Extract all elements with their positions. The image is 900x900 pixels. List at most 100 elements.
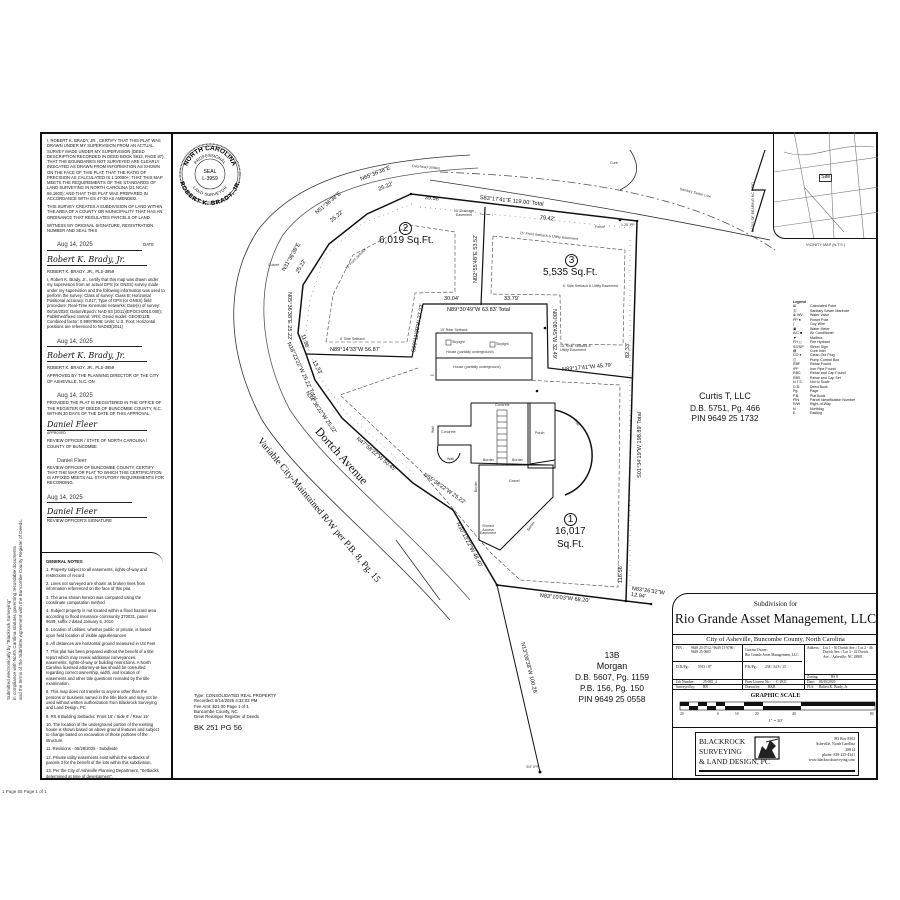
cleanout-icon [535,389,539,393]
title-main: Rio Grande Asset Management, LLC [674,611,877,626]
legend-text: Northing [810,406,824,411]
legend-symbol-icon: IPF [793,366,799,371]
side-setback-label: 6' Side Setback [340,337,365,341]
vicinity-site-label: Site [819,174,833,182]
general-note: 12. Private utility easements exist with… [46,754,152,765]
legend-text: Clean-Out Plug [810,353,835,358]
general-note: 13. Per the City of Asheville Planning D… [46,768,159,779]
legend-item: D.B.Deed Book [793,385,855,389]
recording-fee: Fee Amt: $21.00 Page 1 of 1 [194,703,249,709]
concrete-label: Concrete [495,403,510,407]
surveyor-certificate: I, Robert K. Brady, Jr., certify that th… [47,138,165,201]
general-note: 8. This map does not transfer to anyone … [46,689,158,711]
company-contact: PO Box 8302 Asheville, North Carolina 28… [808,737,855,763]
general-note: 7. This plat has been prepared without t… [46,649,154,686]
deed-label: D.B./Pg.: [676,665,690,669]
pin-values: 9649 25 0712 / 9649 15 9786 / 9649 25 06… [691,646,736,655]
surveyor-name-2: ROBERT K. BRADY, JR., PLS-3959 [47,365,115,370]
legend-item: ⊗ WV Water Valve [793,313,855,317]
legend-symbol-icon: RBC [793,371,801,376]
planning-signature: Daniel Fleer [47,420,147,431]
company-logo-box: BLACKROCK SURVEYING & LAND DESIGN, PC PO… [695,732,859,776]
date-label: DATE [143,242,155,248]
seal-number: L-3959 [202,176,218,182]
legend-text: Street Sign [810,344,828,349]
lot-1-area: 16,017 [555,526,586,537]
bearing-label: N89°30'49"W 63.83' Total [447,307,511,313]
legend-symbol-icon: RBS [793,375,801,380]
recording-county: Buncombe County, NC [194,709,238,715]
general-note: 4. Subject property is not located withi… [46,608,157,624]
legend-symbol-icon: ⊗ WV [793,313,803,318]
legend-text: Sanitary Sewer Manhole [810,308,850,313]
gps-certificate: I, Robert K. Brady, Jr., certify that th… [47,277,165,330]
subdivision-statement: This survey creates a subdivision of lan… [47,204,163,220]
fence-north [419,206,631,229]
adjoiner-morgan: 13B Morgan D.B. 5607, Pg. 1159 P.B. 156,… [567,650,657,705]
legend-symbol-icon: PP ● [793,317,801,322]
bearing-label: N00°08'45"W 32.49' [551,309,557,359]
iron-pipe-icon [538,770,542,774]
monuments [409,192,653,774]
legend-symbol-icon: R/W [793,402,800,407]
license-value: C-2921 [776,680,787,684]
plat-frame [40,132,878,780]
address-label: Address: [807,646,820,650]
surveyor-signature-2: Robert K. Brady, Jr. [47,351,147,362]
legend-item: ▤Curb Inlet [793,349,855,353]
vicinity-streets [774,132,878,238]
legend-text: Rebar and Cap Set [810,375,841,380]
drawn-by-value: RKB [768,685,776,689]
approval-date: Aug 14, 2025 [57,392,93,399]
gravel-area [478,464,554,551]
legend-symbol-icon: PIN [793,397,799,402]
deed-value: 5913 / 87 [698,665,712,669]
legend-text: Guy Wire [810,322,825,327]
date-value: 06/16/2020 [819,680,836,684]
concrete-label: Concrete [441,430,456,434]
legend-text: Water Valve [810,313,830,318]
lot-1-unit: Sq.Ft. [557,539,584,550]
job-number-label: Job Number: [676,680,695,684]
seal-text: SEAL [204,169,217,175]
house-label: House (partially underground) [446,350,494,354]
concrete-outline [471,402,556,465]
fence-lines [304,203,631,590]
vicinity-title: VICINITY MAP (N.T.S.) [806,243,846,247]
adjoiner-plat: P.B. 156, Pg. 150 [580,683,644,694]
surveyor-name: ROBERT K. BRADY, JR., PLS-3959 [47,268,115,274]
lot-1-setback [339,367,621,588]
title-block: Subdivision for Rio Grande Asset Managem… [672,593,878,780]
road-curbs [233,149,776,621]
gps-date: Aug 14, 2025 [47,339,142,347]
surveyed-by-value: RB [703,685,708,689]
license-label: Firm License No.: [745,680,772,684]
legend-symbol-icon: D.B. [793,384,800,389]
legend-symbol-icon: SS/SP [793,344,804,349]
curb-return [619,149,637,191]
gravel-label: Gravel [509,479,520,483]
legend-text: Calculated Point [810,304,837,309]
boundary-lines [297,193,652,773]
wall-label: Wall [431,426,435,433]
legend-symbol-icon: ▣ [793,326,797,331]
legend-text: Fire Hydrant [810,340,830,345]
general-note: 6. All distances are horizontal ground m… [46,640,156,646]
legend-text: Iron Pipe Found [810,366,836,371]
legend-text: Power Pole [810,317,829,322]
adjoiner-name: Morgan [596,660,628,671]
title-subtitle: Subdivision for [753,600,798,608]
wall-label: Wall [447,457,454,461]
skylight-label: Skylight [452,340,465,344]
rebar-cap-icon [649,602,653,606]
legend-text: Easting [810,411,822,416]
border-label: Border [512,458,523,462]
recording-date: Recorded: 8/14/2025 4:32:02 PM [194,698,258,704]
legend-text: Air Conditioner [810,331,834,336]
scale-tick: 20 [755,712,759,716]
legend-symbol-icon: N [793,406,796,411]
lot-3-setback [490,235,626,346]
